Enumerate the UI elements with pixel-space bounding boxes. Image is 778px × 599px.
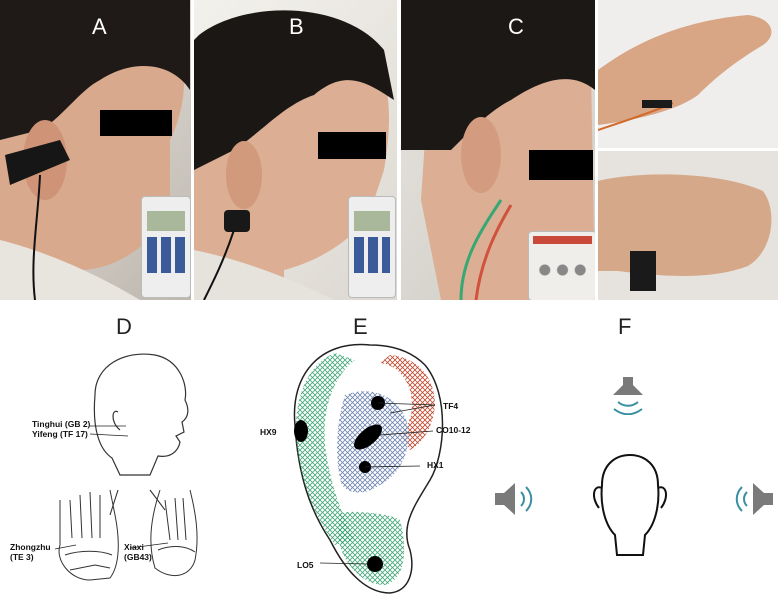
- auricular-label-hx9: HX9: [260, 427, 277, 437]
- panel-label-d: D: [116, 314, 132, 339]
- redaction-bar: [318, 132, 386, 159]
- photo-panel-b: [194, 0, 397, 300]
- auricular-label-tf4: TF4: [443, 401, 459, 411]
- speaker-icon: [735, 483, 773, 515]
- hand-illustration: [598, 15, 772, 131]
- acupoint-label-zhongzhu-code: (TE 3): [10, 552, 34, 562]
- electroacupuncture-device: [528, 231, 595, 300]
- photo-hand: [598, 0, 778, 148]
- stimulator-device: [141, 196, 191, 298]
- auricular-label-co10-12: CO10-12: [436, 425, 471, 435]
- head-back-view-icon: [593, 453, 667, 556]
- photo-panel-a: [0, 0, 191, 300]
- acupoint-label-xiaxi: Xiaxi: [124, 542, 144, 552]
- panel-label-b: B: [289, 14, 304, 39]
- auricular-map-e: [293, 343, 444, 594]
- redaction-bar: [100, 110, 172, 136]
- panel-label-c: C: [508, 14, 524, 39]
- auricular-label-lo5: LO5: [297, 560, 314, 570]
- person-profile-b: [194, 10, 394, 300]
- person-profile-a: [0, 0, 190, 300]
- acupoint-label-tinghui: Tinghui (GB 2): [32, 419, 91, 429]
- auricular-label-hx1: HX1: [427, 460, 444, 470]
- panel-label-a: A: [92, 14, 107, 39]
- panel-label-e: E: [353, 314, 368, 339]
- foot-illustration: [598, 174, 772, 291]
- acupoint-label-xiaxi-code: (GB43): [124, 552, 152, 562]
- acupoint-label-yifeng: Yifeng (TF 17): [32, 429, 88, 439]
- acupoint-drawing-d: [54, 353, 198, 581]
- photo-panel-c: [401, 0, 595, 300]
- redaction-bar: [529, 150, 593, 180]
- panel-label-f: F: [618, 314, 632, 339]
- photo-foot: [598, 151, 778, 300]
- acupoint-label-zhongzhu: Zhongzhu: [10, 542, 51, 552]
- person-profile-c: [401, 0, 595, 300]
- speaker-icon: [495, 483, 533, 515]
- speaker-icon: [613, 377, 643, 415]
- stimulator-device: [348, 196, 396, 298]
